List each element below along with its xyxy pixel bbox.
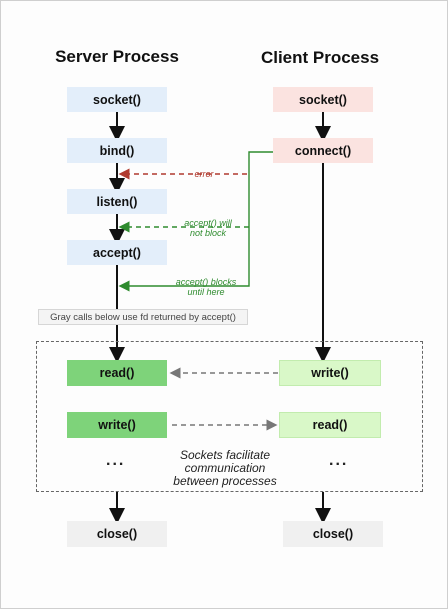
server-close-box: close(): [67, 521, 167, 547]
client-connect-box: connect(): [273, 138, 373, 163]
label-line: not block: [189, 228, 227, 238]
server-listen-box: listen(): [67, 189, 167, 214]
label-line: accept() blocks: [175, 277, 237, 287]
server-write-box: write(): [67, 412, 167, 438]
client-ellipsis: ...: [329, 452, 349, 469]
note-label: Gray calls below use fd returned by acce…: [38, 309, 248, 325]
server-accept-box: accept(): [67, 240, 167, 265]
accept-will-not-block-label: accept() will not block: [170, 218, 246, 238]
client-read-box: read(): [279, 412, 381, 438]
client-write-box: write(): [279, 360, 381, 386]
connect-to-accept-line: [118, 151, 276, 292]
caption-line: communication: [184, 461, 266, 475]
label-line: until here: [187, 287, 225, 297]
server-bind-box: bind(): [67, 138, 167, 163]
client-socket-box: socket(): [273, 87, 373, 112]
server-process-header: Server Process: [55, 47, 179, 66]
server-read-box: read(): [67, 360, 167, 386]
accept-blocks-label: accept() blocks until here: [166, 277, 246, 297]
server-ellipsis: ...: [106, 452, 126, 469]
center-caption: Sockets facilitate communication between…: [165, 449, 285, 488]
label-line: accept() will: [184, 218, 232, 228]
communication-region: [36, 341, 423, 492]
caption-line: between processes: [173, 474, 277, 488]
client-process-header: Client Process: [260, 48, 380, 67]
error-label: error: [194, 169, 214, 179]
server-socket-box: socket(): [67, 87, 167, 112]
client-close-box: close(): [283, 521, 383, 547]
caption-line: Sockets facilitate: [179, 448, 271, 462]
